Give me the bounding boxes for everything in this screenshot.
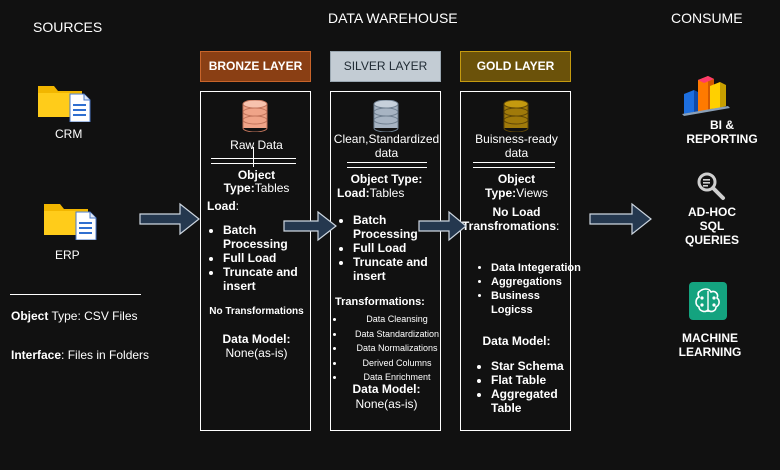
bronze-layer-header: BRONZE LAYER [200, 51, 311, 82]
interface-note: Interface: Files in Folders [11, 348, 150, 362]
list-item: Truncate and insert [353, 255, 453, 283]
list-item: Aggregations [491, 275, 583, 289]
bronze-object-type: Object Type:Tables [223, 168, 290, 195]
bronze-name: Raw Data [230, 138, 283, 152]
brain-icon [689, 282, 727, 325]
connector-line [253, 147, 254, 167]
folder-icon [42, 198, 98, 245]
bronze-transformations: No Transformations [209, 306, 304, 317]
bronze-load-title: Load: [207, 199, 240, 213]
crm-label: CRM [55, 127, 83, 141]
gold-transformations-title: Transfromations: [462, 219, 560, 233]
list-item: Batch Processing [223, 223, 323, 251]
gold-layer-header: GOLD LAYER [460, 51, 571, 82]
folder-icon [36, 80, 92, 127]
double-divider [347, 162, 427, 168]
gold-name: Buisness-ready data [475, 132, 558, 160]
list-item: Derived Columns [345, 356, 449, 371]
silver-object-type: Object Type: [350, 172, 423, 186]
erp-label: ERP [55, 248, 80, 262]
silver-transformations-list: Data Cleansing Data Standardization Data… [337, 312, 449, 385]
object-type-note: Object Type: CSV Files [11, 309, 138, 323]
search-icon [696, 171, 726, 206]
list-item: Star Schema [491, 359, 583, 373]
gold-layer-panel: Buisness-ready data Object Type:Views No… [460, 91, 581, 431]
flow-arrow [418, 210, 467, 242]
silver-model-value: None(as-is) [355, 397, 418, 411]
silver-load: Load:Tables [337, 186, 405, 200]
bronze-load-list: Batch Processing Full Load Truncate and … [207, 223, 323, 293]
bar-chart-icon [680, 66, 732, 121]
list-item: Data Integeration [491, 261, 583, 275]
flow-arrow [589, 202, 652, 236]
consume-title: CONSUME [671, 10, 743, 26]
list-item: Batch Processing [353, 213, 453, 241]
silver-model-title: Data Model: [352, 382, 421, 396]
gold-model-list: Star Schema Flat Table Aggregated Table [475, 359, 583, 415]
double-divider [473, 162, 555, 168]
adhoc-queries-label: AD-HOC SQL QUERIES [684, 205, 739, 247]
list-item: Business Logicss [491, 289, 583, 317]
gold-transformations-list: Data Integeration Aggregations Business … [475, 261, 583, 317]
sources-title: SOURCES [33, 19, 103, 35]
silver-load-list: Batch Processing Full Load Truncate and … [337, 213, 453, 283]
list-item: Aggregated Table [491, 387, 583, 415]
machine-learning-label: MACHINE LEARNING [678, 331, 742, 359]
list-item: Truncate and insert [223, 265, 323, 293]
database-icon [372, 99, 400, 137]
list-item: Flat Table [491, 373, 583, 387]
silver-layer-header: SILVER LAYER [330, 51, 441, 82]
gold-model-title: Data Model: [482, 334, 551, 348]
data-warehouse-title: DATA WAREHOUSE [328, 10, 458, 26]
list-item: Full Load [223, 251, 323, 265]
silver-transformations-title: Transformations: [335, 296, 425, 308]
list-item: Data Normalizations [345, 341, 449, 356]
bronze-model-value: None(as-is) [225, 346, 288, 360]
database-icon [241, 99, 269, 137]
list-item: Data Enrichment [345, 370, 449, 385]
bronze-model-title: Data Model: [222, 332, 291, 346]
flow-arrow [139, 202, 200, 236]
list-item: Data Cleansing [345, 312, 449, 327]
database-icon [502, 99, 530, 137]
flow-arrow [283, 210, 337, 242]
divider [10, 294, 141, 295]
bronze-layer-panel: Raw Data Object Type:Tables Load: Batch … [200, 91, 311, 431]
bi-reporting-label: BI & REPORTING [686, 118, 758, 146]
gold-object-type: Object Type:Views [485, 172, 548, 200]
silver-name: Clean,Standardized data [333, 132, 440, 160]
list-item: Full Load [353, 241, 453, 255]
gold-no-load: No Load [492, 205, 541, 219]
silver-layer-panel: Clean,Standardized data Object Type: Loa… [330, 91, 441, 431]
list-item: Data Standardization [345, 327, 449, 342]
